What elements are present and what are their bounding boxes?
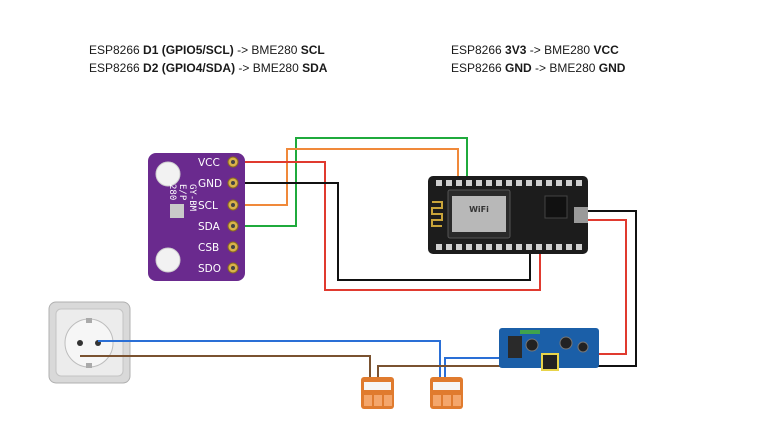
esp-header-pin — [576, 180, 582, 186]
esp-header-pin — [436, 244, 442, 250]
esp8266-board: WiFi — [428, 176, 588, 254]
esp-header-pin — [446, 180, 452, 186]
wire-psu-blue — [444, 357, 510, 378]
wire-green-sda — [233, 137, 468, 227]
wiring-notes-left: ESP8266 D1 (GPIO5/SCL) -> BME280 SCL ESP… — [89, 41, 327, 77]
esp-header-pin — [556, 180, 562, 186]
note-line-vcc: ESP8266 3V3 -> BME280 VCC — [451, 43, 619, 57]
esp-header-pin — [536, 180, 542, 186]
antenna-icon — [431, 201, 443, 227]
wall-socket-icon — [48, 301, 131, 384]
mains-wires — [80, 340, 510, 378]
esp-header-pin — [516, 244, 522, 250]
pin-label-gnd: GND — [198, 178, 222, 190]
wire-black-psu — [588, 210, 637, 367]
note-line-scl: ESP8266 D1 (GPIO5/SCL) -> BME280 SCL — [89, 43, 325, 57]
wiring-notes-right: ESP8266 3V3 -> BME280 VCC ESP8266 GND ->… — [451, 41, 625, 77]
wire-black-gnd — [233, 182, 531, 281]
esp-header-pin — [476, 244, 482, 250]
esp-header-pin — [526, 180, 532, 186]
wire-psu-brown — [377, 365, 510, 378]
esp-header-pin — [536, 244, 542, 250]
esp-header-pin — [496, 244, 502, 250]
wire-mains-blue — [98, 340, 441, 378]
esp-header-pin — [446, 244, 452, 250]
esp-header-pin — [566, 244, 572, 250]
pin-label-csb: CSB — [198, 242, 219, 254]
pin-label-sda: SDA — [198, 221, 221, 233]
esp-header-pin — [456, 180, 462, 186]
pin-label-sdo: SDO — [198, 263, 221, 275]
power-supply-module-icon — [499, 328, 599, 371]
signal-wires — [233, 137, 637, 367]
wire-mains-brown — [80, 355, 371, 378]
esp-header-pin — [526, 244, 532, 250]
esp-header-pin — [476, 180, 482, 186]
esp-header-pin — [546, 244, 552, 250]
wago-connector-icon — [430, 377, 463, 409]
esp-header-pin — [576, 244, 582, 250]
sensor-pins: VCC GND SCL SDA CSB SDO — [198, 156, 239, 275]
pin-label-vcc: VCC — [198, 157, 220, 169]
esp-header-pin — [496, 180, 502, 186]
bme280-sensor-board: GY-BM E/P 280 VCC GND SCL SDA CSB SDO — [148, 153, 245, 281]
esp-header-pin — [466, 180, 472, 186]
sensor-silk-2: E/P — [177, 184, 187, 201]
wago-connector-icon — [361, 377, 394, 409]
esp-chip-label: WiFi — [469, 205, 489, 214]
sensor-silk-3: 280 — [167, 184, 177, 200]
esp-pins-top — [436, 180, 582, 186]
esp-header-pin — [556, 244, 562, 250]
esp-header-pin — [456, 244, 462, 250]
wire-orange-scl — [233, 148, 459, 206]
esp-header-pin — [506, 180, 512, 186]
wire-red-vcc — [233, 161, 541, 291]
sensor-silk-1: GY-BM — [187, 184, 197, 212]
note-line-gnd: ESP8266 GND -> BME280 GND — [451, 61, 626, 75]
esp-pins-bottom — [436, 244, 582, 250]
esp-header-pin — [566, 180, 572, 186]
note-line-sda: ESP8266 D2 (GPIO4/SDA) -> BME280 SDA — [89, 61, 328, 75]
esp-header-pin — [516, 180, 522, 186]
esp-header-pin — [436, 180, 442, 186]
esp-header-pin — [506, 244, 512, 250]
esp-header-pin — [546, 180, 552, 186]
esp-header-pin — [486, 244, 492, 250]
esp-header-pin — [486, 180, 492, 186]
esp-header-pin — [466, 244, 472, 250]
wire-red-psu — [588, 219, 627, 355]
pin-label-scl: SCL — [198, 200, 218, 212]
